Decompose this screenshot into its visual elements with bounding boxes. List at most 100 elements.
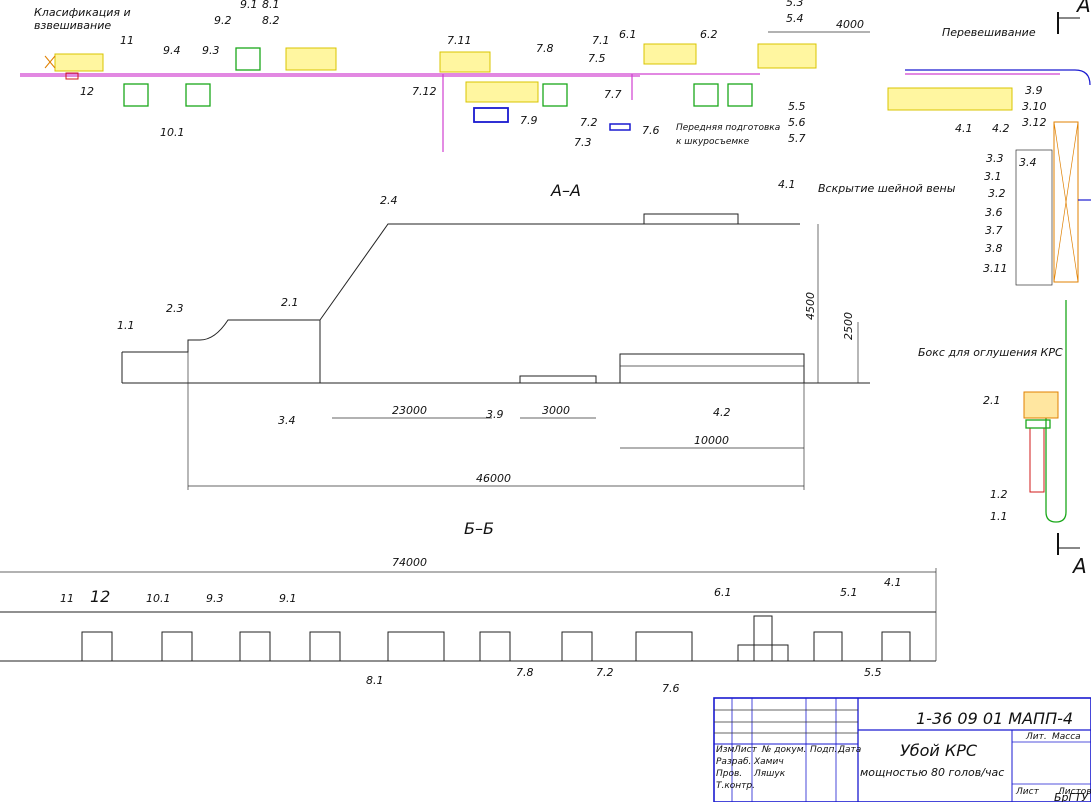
platform-3 <box>1015 149 1053 286</box>
section-letter-top: А <box>1075 0 1091 17</box>
tb-role-0: Разраб. <box>716 757 751 767</box>
station-5-5 <box>693 83 719 107</box>
bb-dim-74000-text: 74000 <box>392 556 427 569</box>
label-9-3: 9.3 <box>202 44 220 57</box>
label-8-1: 8.1 <box>262 0 280 11</box>
label-7-6: 7.6 <box>642 124 660 137</box>
station-7-2 <box>542 83 568 107</box>
scale-icon-b <box>44 55 56 69</box>
tb-col-doc: № докум. <box>761 745 806 755</box>
label-7-9: 7.9 <box>520 114 538 127</box>
text-classif2: взвешивание <box>34 19 111 32</box>
bb-unit-9-1 <box>309 631 341 662</box>
conveyor-3-x-diag2 <box>1053 121 1079 283</box>
plan-labels: 9.1 8.1 9.2 8.2 11 9.4 9.3 12 10.1 7.11 … <box>80 0 1047 523</box>
tb-sheets: Листов <box>1057 787 1091 797</box>
tb-code: 1-36 09 01 МАПП-4 <box>916 709 1073 728</box>
aa-unit-4-1 <box>643 213 739 225</box>
tb-lit: Лит. <box>1025 732 1047 742</box>
tb-name: Убой КРС <box>900 741 978 760</box>
label-9-2: 9.2 <box>214 14 232 27</box>
unit-1-2 <box>1029 427 1045 493</box>
unit-7-6 <box>609 123 631 131</box>
label-3-6: 3.6 <box>985 206 1003 219</box>
label-4-2: 4.2 <box>992 122 1010 135</box>
bb-label-5-1: 5.1 <box>840 586 858 599</box>
bb-label-7-2: 7.2 <box>596 666 614 679</box>
aa-label-1-1: 1.1 <box>117 319 135 332</box>
green-rail-right <box>1045 300 1067 523</box>
aa-dim-46000-text: 46000 <box>476 472 511 485</box>
label-7-8: 7.8 <box>536 42 554 55</box>
label-5-4: 5.4 <box>786 12 804 25</box>
label-7-12: 7.12 <box>412 85 437 98</box>
label-5-5: 5.5 <box>788 100 806 113</box>
text-classif: Класификация и <box>34 6 131 19</box>
aa-label-4-2: 4.2 <box>713 406 731 419</box>
aa-label-2-3: 2.3 <box>166 302 184 315</box>
tb-role-2: Т.контр. <box>716 781 755 791</box>
conveyor-8-2 <box>285 47 337 71</box>
aa-dim-10000-text: 10000 <box>694 434 729 447</box>
bb-label-12: 12 <box>90 587 110 606</box>
label-7-3: 7.3 <box>574 136 592 149</box>
bb-label-4-1: 4.1 <box>884 576 902 589</box>
label-5-3: 5.3 <box>786 0 804 9</box>
bb-unit-10-1 <box>161 631 193 662</box>
tb-name-1: Ляшук <box>753 769 786 779</box>
conveyor-7-8 <box>465 81 539 103</box>
bb-label-9-1: 9.1 <box>279 592 297 605</box>
section-aa: А–А 4500 2500 23000 3000 10000 46000 2.4… <box>117 178 870 490</box>
label-3-9: 3.9 <box>1025 84 1043 97</box>
aa-label-2-4: 2.4 <box>380 194 398 207</box>
tb-col-sign: Подп. <box>810 745 837 755</box>
label-10-1: 10.1 <box>160 126 185 139</box>
station-9-3 <box>185 83 211 107</box>
bb-unit-7-6 <box>635 631 693 662</box>
aa-label-3-4: 3.4 <box>278 414 296 427</box>
aa-dim-2500-text: 2500 <box>842 312 855 340</box>
conveyor-3-x <box>1053 121 1079 283</box>
bb-unit-11 <box>81 631 113 662</box>
label-3-12: 3.12 <box>1022 116 1047 129</box>
tb-org: БрГТУ <box>1054 791 1089 802</box>
tb-col-izm: Изм <box>716 745 735 755</box>
title-block: 1-36 09 01 МАПП-4 Убой КРС мощностью 80 … <box>713 697 1091 802</box>
bb-unit-7-8 <box>479 631 511 662</box>
text-front-prep: Передняя подготовка <box>676 123 780 133</box>
aa-label-3-9: 3.9 <box>486 408 504 421</box>
aa-unit-3-9 <box>519 375 597 384</box>
scale-11 <box>54 53 104 72</box>
label-3-7: 3.7 <box>985 224 1003 237</box>
bb-label-7-6: 7.6 <box>662 682 680 695</box>
stun-box-2-1 <box>1023 391 1059 419</box>
label-5-6: 5.6 <box>788 116 806 129</box>
section-letter-bottom: А <box>1071 554 1087 578</box>
label-4-1: 4.1 <box>955 122 973 135</box>
dim-4000: 4000 <box>836 18 864 31</box>
tb-role-1: Пров. <box>716 769 742 779</box>
label-3-4: 3.4 <box>1019 156 1037 169</box>
aa-dim-4500-text: 4500 <box>804 292 817 320</box>
aa-dim-23000-text: 23000 <box>392 404 427 417</box>
text-front-prep2: к шкуросъемке <box>676 137 750 147</box>
aa-unit-4-2 <box>619 353 805 384</box>
aa-ramp <box>319 223 800 321</box>
label-3-8: 3.8 <box>985 242 1003 255</box>
label-7-5: 7.5 <box>588 52 606 65</box>
label-9-4: 9.4 <box>163 44 181 57</box>
aa-profile-left <box>122 319 321 383</box>
bb-unit-9-3 <box>239 631 271 662</box>
aa-label-2-1: 2.1 <box>281 296 299 309</box>
tb-col-date: Дата <box>837 745 861 755</box>
bb-unit-7-2 <box>561 631 593 662</box>
section-bb-title: Б–Б <box>464 519 494 538</box>
label-3-2: 3.2 <box>988 187 1006 200</box>
bb-unit-6-1 <box>753 615 773 662</box>
label-2-1: 2.1 <box>983 394 1001 407</box>
bb-label-8-1: 8.1 <box>366 674 384 687</box>
label-12: 12 <box>80 85 94 98</box>
station-5-6 <box>727 83 753 107</box>
bb-label-6-1: 6.1 <box>714 586 732 599</box>
